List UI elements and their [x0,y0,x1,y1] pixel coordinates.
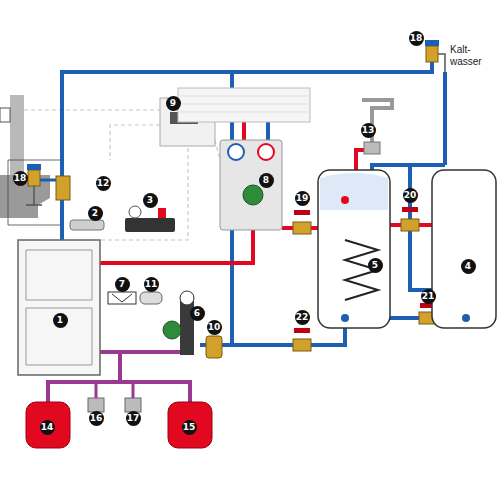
dirt-separator [206,336,222,358]
coil-inlet [341,196,349,204]
expansion-vessel [26,402,70,448]
expansion-pipe [48,382,190,405]
coil-outlet [341,314,349,322]
radiator-flow [242,122,246,140]
tank-outlet [462,314,470,322]
callout-number: 4 [461,259,476,274]
callout-number: 9 [166,96,181,111]
callout-number: 13 [361,123,376,138]
thermometer [258,144,274,160]
ball-valve [293,339,311,351]
callout-number: 14 [40,420,55,435]
circulation-pump [243,185,263,205]
thermometer [180,291,194,305]
control-wire [24,109,160,110]
cap-valve [88,398,104,412]
callout-number: 11 [144,277,159,292]
callout-number: 20 [403,188,418,203]
hot-water-tank [318,170,390,328]
expansion-vessel [168,402,212,448]
valve-cap [425,40,439,46]
expansion-pipe [96,382,133,398]
flue-pipe [10,95,24,177]
damper-mark [112,294,132,302]
flue-damper [108,292,136,304]
callout-number: 5 [368,258,383,273]
callout-number: 6 [190,306,205,321]
callout-number: 2 [88,206,103,221]
cold-water-pipe [443,72,447,165]
callout-number: 1 [53,313,68,328]
callout-number: 22 [295,310,310,325]
callout-number: 21 [421,289,436,304]
valve-handle [294,328,310,333]
ball-valve [401,219,419,231]
callout-number: 19 [295,191,310,206]
thermometer [228,144,244,160]
radiator-return [266,122,270,140]
safety-valve [426,46,438,62]
callout-number: 10 [207,320,222,335]
callout-number: 8 [259,173,274,188]
callout-number: 12 [96,176,111,191]
callout-number: 15 [182,420,197,435]
flue-sensor [0,108,10,122]
valve-handle [294,210,310,215]
radiator-ribs [180,96,308,112]
boiler [18,240,100,375]
callout-number: 18 [13,171,28,186]
valve-cap [27,164,41,170]
valve-handle [402,207,418,212]
gauge [129,206,141,218]
drain-line [438,54,445,72]
safety-valve [28,170,40,186]
vent-cap [158,208,166,218]
callout-number: 16 [89,411,104,426]
control-wire [215,140,220,160]
boiler-manifold [125,218,175,232]
circulation-pump [163,321,181,339]
pump-station [220,140,282,230]
expansion-pipe [118,352,122,382]
callout-number: 3 [143,193,158,208]
mixing-valve [364,142,380,154]
callout-number: 18 [409,31,424,46]
tank-water [320,173,388,210]
thermal-valve [70,220,104,230]
flow-pipe [100,228,253,263]
cap-valve [125,398,141,412]
sensor-sleeve [140,292,162,304]
safety-group [56,176,70,200]
callout-number: 7 [115,277,130,292]
control-wire [110,125,160,160]
boiler-door [26,308,92,365]
ball-valve [293,222,311,234]
storage-tank [432,170,496,328]
callout-number: 17 [126,411,141,426]
inlet-note: Kalt- wasser [450,44,488,68]
radiator [178,88,310,122]
control-wire [100,148,188,240]
drain-funnel [26,186,42,205]
boiler-door [26,250,92,300]
